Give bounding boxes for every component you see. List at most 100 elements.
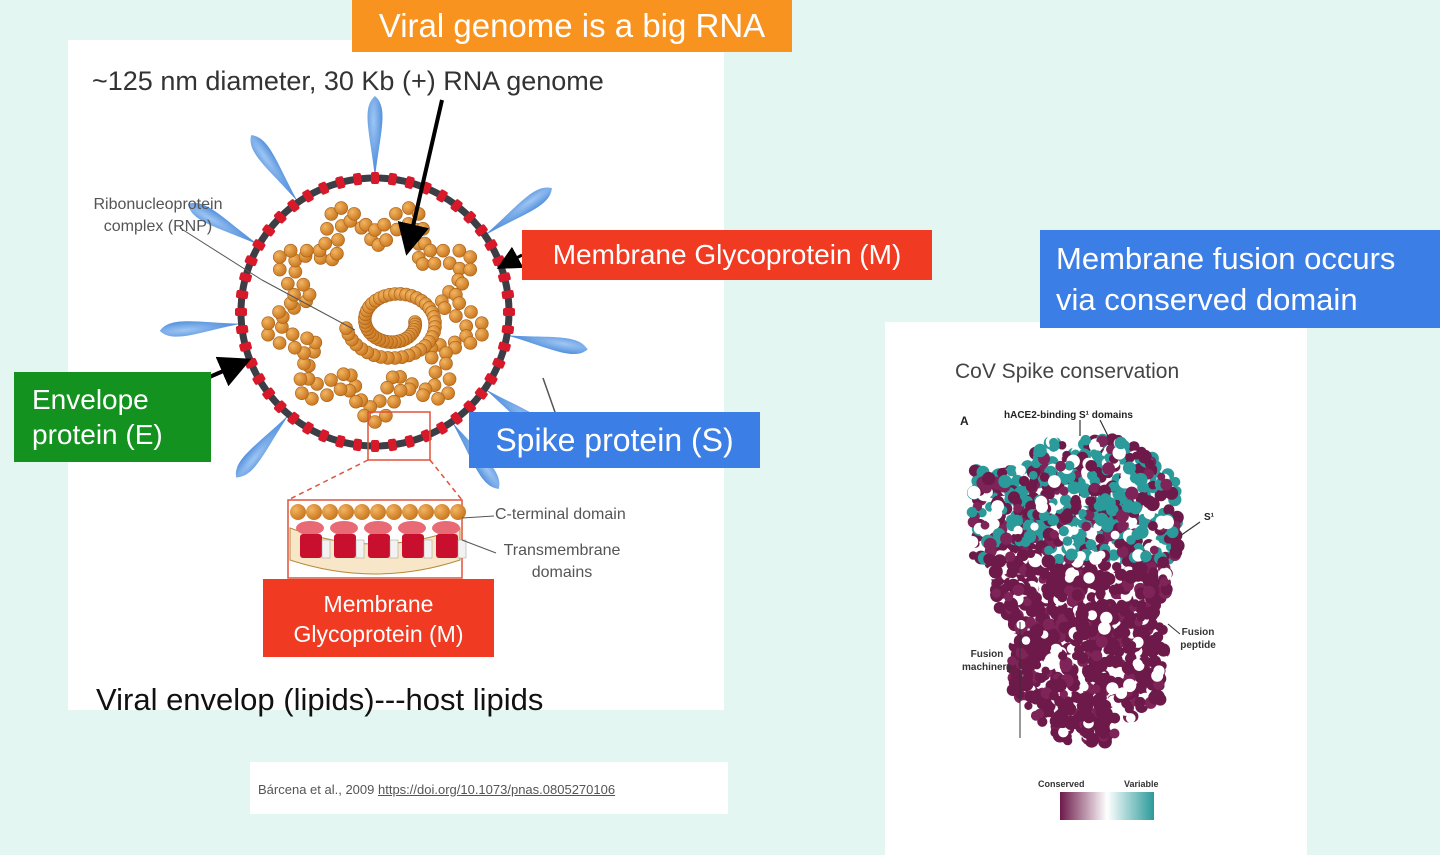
spike-atom (1118, 476, 1131, 489)
spike-atom (1121, 698, 1132, 709)
spike-atom (982, 471, 996, 486)
spike-atom (1023, 672, 1034, 682)
spike-atom (1106, 682, 1119, 695)
spike-atom (966, 535, 979, 549)
spike-atom (1088, 496, 1097, 505)
rnp-bead (320, 388, 334, 402)
spike-atom (1096, 591, 1105, 601)
spike-atom (1025, 644, 1037, 656)
spike (187, 202, 259, 245)
spike-atom (1079, 682, 1089, 692)
rnp-bead (261, 316, 276, 331)
spike-atom (1071, 494, 1081, 505)
spike-atom (1142, 575, 1155, 588)
spike-atom (1170, 538, 1185, 553)
spike-atom (1056, 716, 1069, 729)
spike-atom (1078, 509, 1087, 518)
spike-atom (1148, 655, 1162, 669)
spike-atom (1065, 705, 1076, 716)
spike-atom (1159, 577, 1169, 587)
rnp-bead (452, 296, 467, 310)
spike-atom (1112, 446, 1126, 460)
spike-atom (1132, 658, 1143, 669)
spike (484, 187, 552, 236)
rnp-bead (431, 392, 445, 406)
m-protein (274, 400, 287, 413)
spike-atom (1142, 656, 1151, 666)
spike-atom (1078, 483, 1092, 497)
envelope-caption: Viral envelop (lipids)---host lipids (96, 682, 544, 717)
rnp-bead (288, 340, 302, 355)
m-protein (353, 438, 363, 452)
rnp-bead (272, 250, 287, 264)
inset-transmembrane (436, 534, 458, 558)
inset-transmembrane (300, 534, 322, 558)
spike-atom (1116, 520, 1128, 532)
spike-atom (1081, 521, 1091, 532)
spike-atom (1087, 470, 1098, 481)
m-protein (501, 324, 515, 334)
spike-atom (1170, 510, 1184, 524)
spike-atom (1131, 528, 1143, 541)
rnp-label-line2: complex (RNP) (103, 218, 213, 235)
inset-bead (418, 504, 434, 520)
spike-atom (1010, 606, 1021, 617)
rnp-bead (285, 327, 300, 342)
spike (367, 96, 383, 178)
spike-atom (1125, 486, 1139, 500)
m-protein (252, 373, 266, 385)
m-protein (239, 272, 252, 283)
fusion-peptide-line1: Fusion (1181, 627, 1215, 638)
spike-atom (1015, 465, 1026, 476)
m-protein (484, 373, 498, 385)
spike-atom (1148, 497, 1159, 509)
viral-genome-banner: Viral genome is a big RNA (352, 0, 792, 52)
envelope-label-line1: Envelope (32, 384, 149, 415)
spike-atom (1138, 449, 1152, 464)
m-protein (387, 438, 397, 452)
spike-atom (1013, 503, 1023, 514)
rnp-bead (320, 222, 334, 236)
spike-protein-label: Spike protein (S) (469, 412, 760, 468)
m-protein (235, 308, 247, 316)
spike-atom (983, 553, 995, 565)
rnp-bead (449, 309, 463, 323)
spike-atom (1044, 545, 1054, 556)
m-protein (420, 429, 432, 443)
spike-atom (1016, 620, 1026, 630)
spike-atom (1163, 504, 1175, 516)
spike-atom (998, 474, 1012, 489)
rnp-bead (439, 356, 453, 371)
spike-atom (1025, 568, 1036, 579)
ribonucleoprotein-complex (261, 201, 489, 429)
spike (506, 335, 588, 355)
spike-atom (1140, 550, 1152, 563)
m-protein (302, 189, 314, 203)
spike-atom (1114, 436, 1128, 450)
spike-atom (1115, 509, 1129, 523)
spike-atom (1032, 688, 1044, 700)
inset-bead (338, 504, 354, 520)
spike-atom (1132, 561, 1146, 576)
inset-bead (306, 504, 322, 520)
spike-atom (1091, 684, 1101, 694)
spike-atom (1091, 650, 1103, 662)
rnp-bead (415, 257, 430, 271)
rnp-bead (293, 372, 308, 386)
spike-atom (1034, 708, 1045, 719)
spike-atom (1059, 660, 1072, 673)
inset-bead (370, 504, 386, 520)
m-protein (436, 421, 448, 435)
rnp-bead (272, 336, 287, 350)
panel-letter: A (960, 414, 969, 428)
spike-atom (1071, 589, 1084, 601)
spike-atom (1160, 583, 1173, 596)
spike-atom (1109, 712, 1121, 724)
spike-atom (1041, 666, 1050, 675)
spike-atom (1084, 674, 1094, 684)
spike-atom (1160, 515, 1174, 530)
rnp-bead (287, 288, 301, 302)
m-protein (436, 189, 448, 203)
rnp-bead (281, 276, 295, 291)
citation-link[interactable]: https://doi.org/10.1073/pnas.0805270106 (377, 782, 616, 797)
